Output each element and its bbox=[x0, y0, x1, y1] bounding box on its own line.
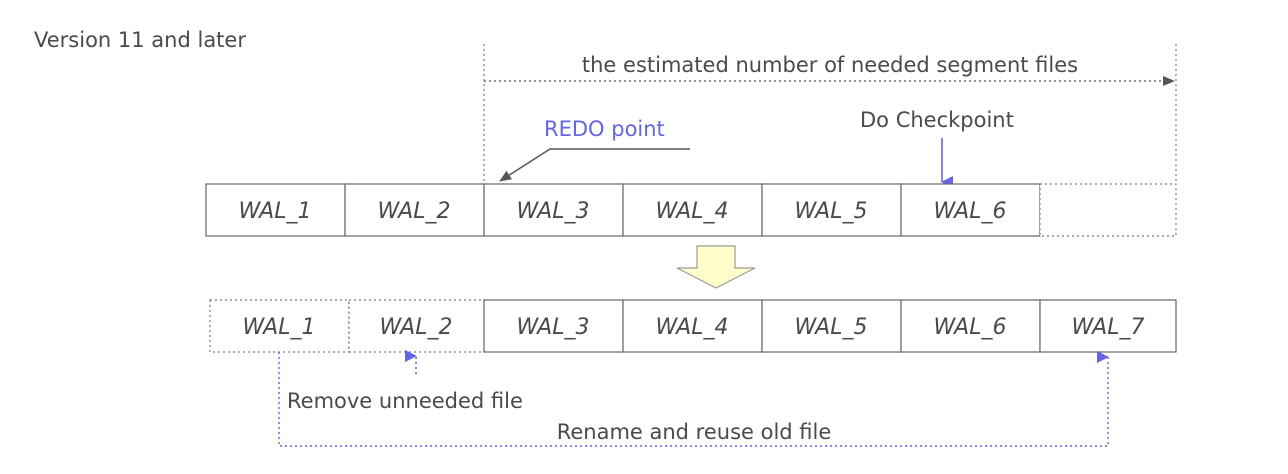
segment-label: WAL_3 bbox=[517, 199, 590, 224]
segment-cell-wal6-after bbox=[900, 299, 1041, 353]
segment-cell-wal1-after bbox=[209, 299, 350, 353]
wal-row-after: WAL_1 WAL_2 WAL_3 WAL_4 WAL_5 WAL_6 WAL_… bbox=[209, 299, 1177, 353]
segment-cell-wal7-after bbox=[1039, 299, 1177, 353]
segment-label: WAL_1 bbox=[243, 315, 316, 340]
segment-label: WAL_6 bbox=[934, 199, 1007, 224]
segment-cell-empty-before bbox=[1039, 183, 1177, 237]
transition-down-arrow bbox=[676, 245, 756, 289]
segment-cell-wal1-before bbox=[205, 183, 346, 237]
segment-label: WAL_2 bbox=[380, 315, 453, 340]
segment-cell-wal5-before bbox=[761, 183, 902, 237]
checkpoint-label: Do Checkpoint bbox=[860, 108, 1014, 132]
rename-reuse-path bbox=[278, 351, 1109, 447]
redo-point-arrow bbox=[499, 148, 690, 182]
segment-label: WAL_4 bbox=[656, 315, 729, 340]
segment-label: WAL_2 bbox=[378, 199, 451, 224]
segment-label: WAL_6 bbox=[934, 315, 1007, 340]
redo-point-label: REDO point bbox=[544, 117, 665, 141]
rename-label: Rename and reuse old file bbox=[557, 420, 832, 444]
segment-label: WAL_5 bbox=[795, 199, 868, 224]
segment-cell-wal4-before bbox=[622, 183, 763, 237]
wal-row-before: WAL_1 WAL_2 WAL_3 WAL_4 WAL_5 WAL_6 bbox=[205, 183, 1177, 237]
segment-cell-wal6-before bbox=[900, 183, 1041, 237]
segment-cell-wal5-after bbox=[761, 299, 902, 353]
segment-label: WAL_5 bbox=[795, 315, 868, 340]
segment-label: WAL_4 bbox=[656, 199, 729, 224]
diagram-title: Version 11 and later bbox=[34, 28, 246, 52]
segment-cell-wal4-after bbox=[622, 299, 763, 353]
segment-label: WAL_7 bbox=[1072, 315, 1145, 340]
estimate-label: the estimated number of needed segment f… bbox=[582, 53, 1078, 77]
segment-label: WAL_1 bbox=[239, 199, 312, 224]
remove-label: Remove unneeded file bbox=[287, 389, 523, 413]
segment-label: WAL_3 bbox=[517, 315, 590, 340]
segment-cell-wal3-before bbox=[483, 183, 624, 237]
segment-cell-wal3-after bbox=[483, 299, 624, 353]
